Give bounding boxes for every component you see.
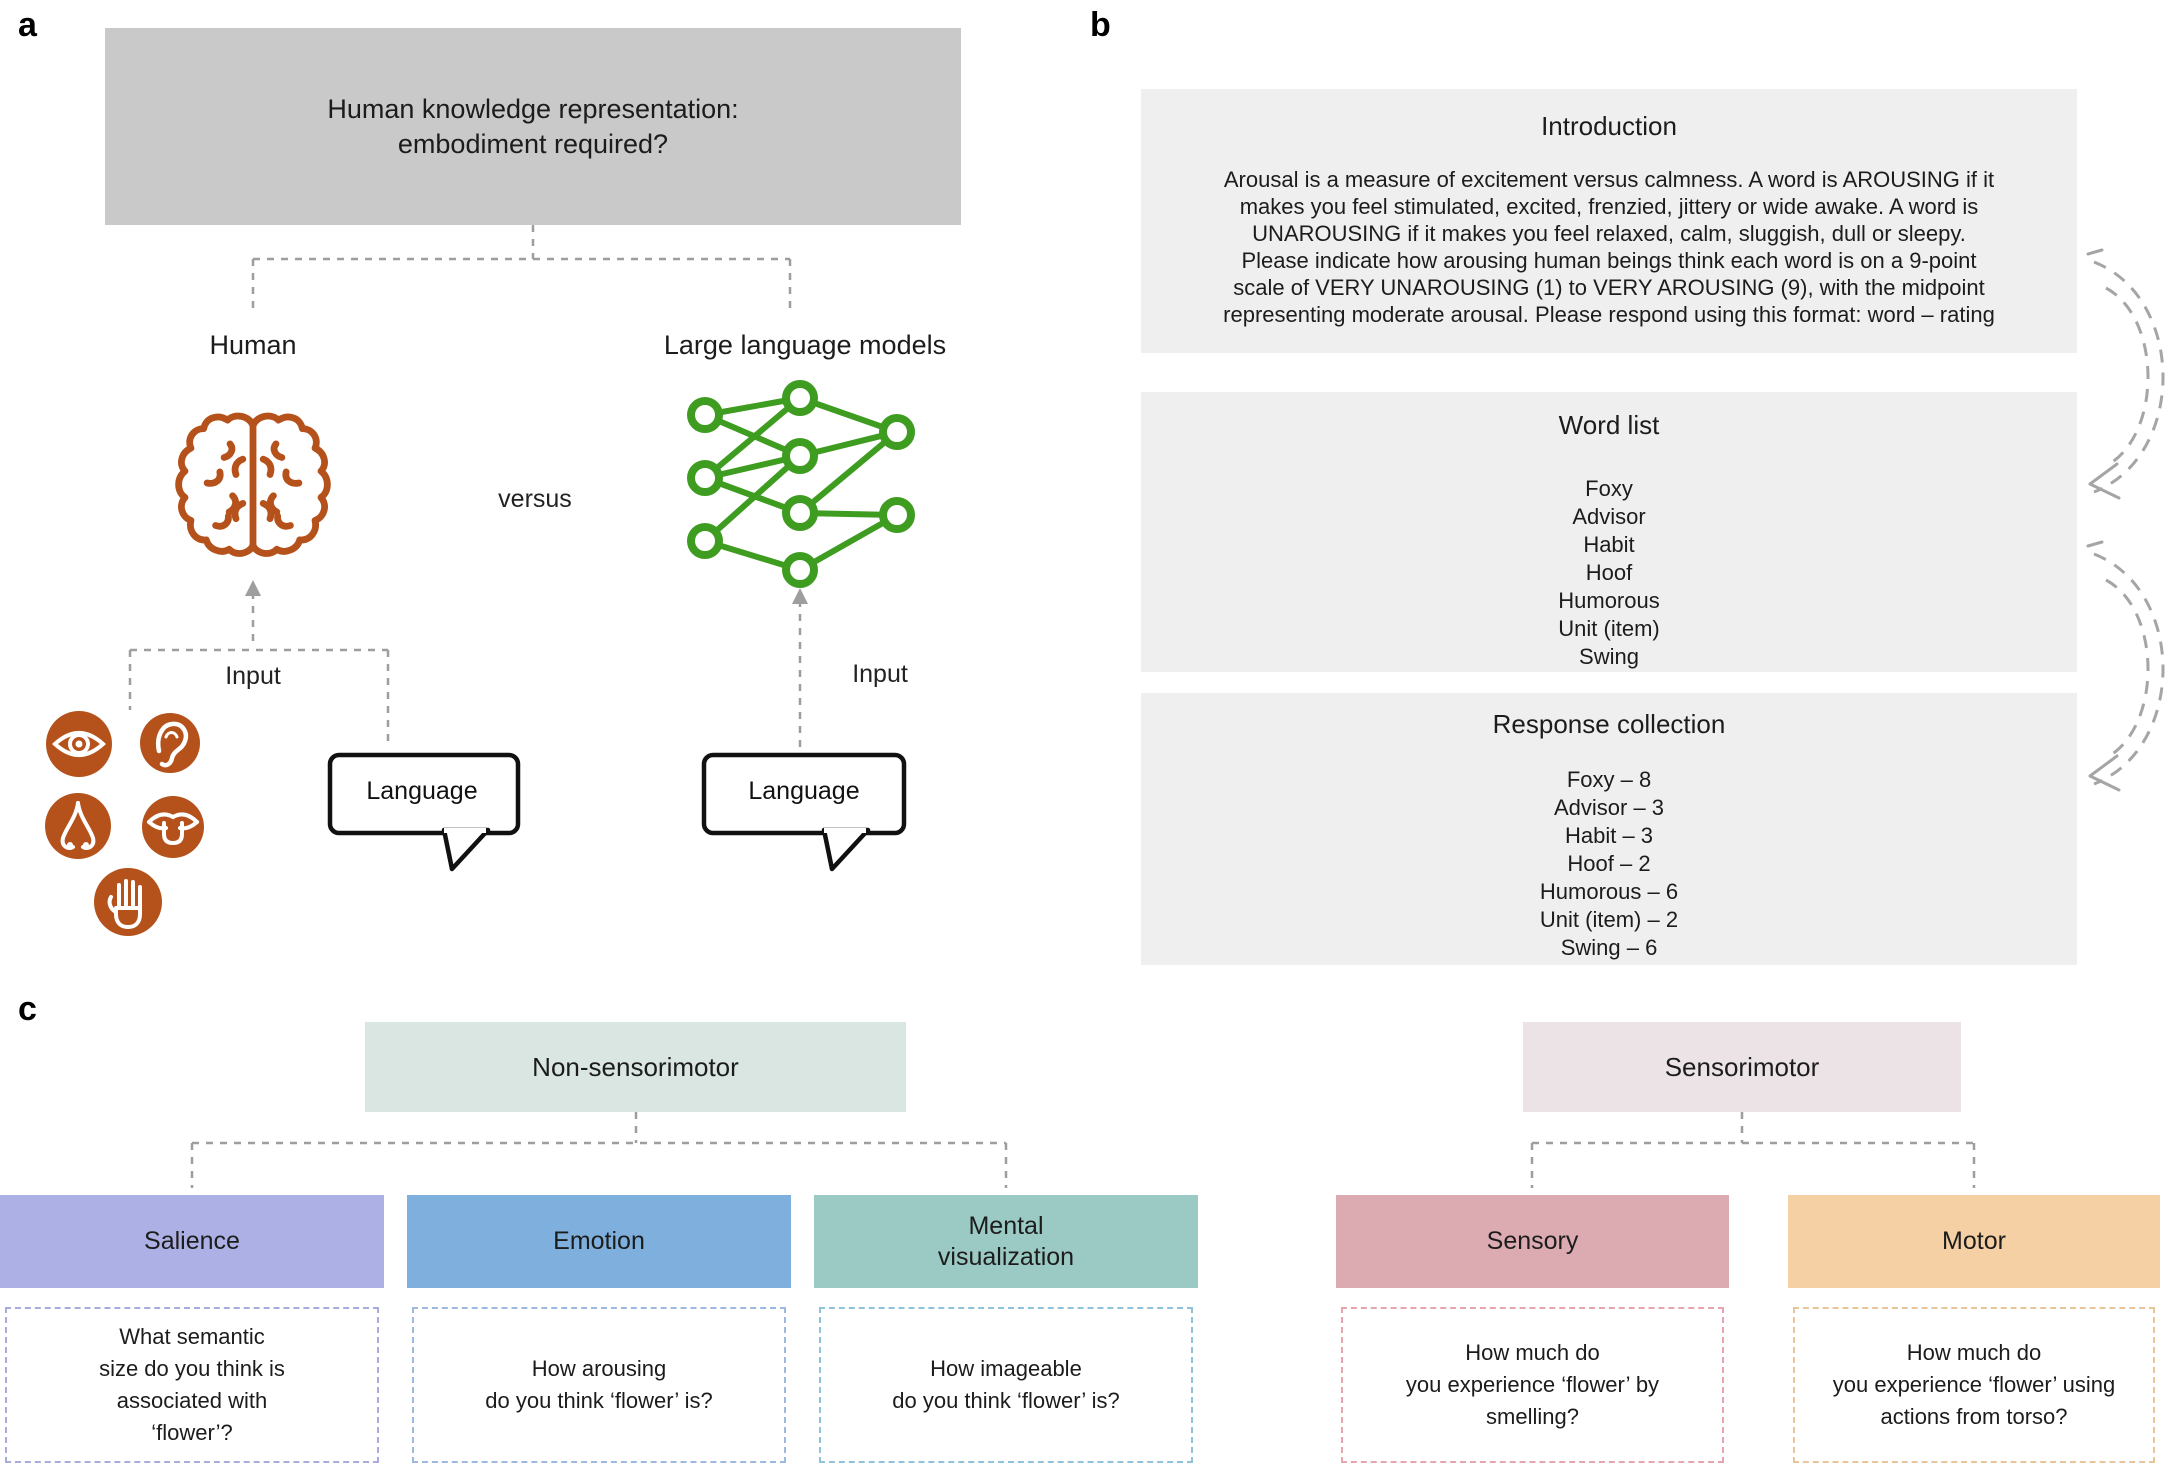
introduction-title: Introduction [1541,111,1677,141]
word-list-title: Word list [1558,410,1660,440]
word-list-item: Unit (item) [1558,616,1660,641]
motor-question-box: How much do you experience ‘flower’ usin… [1793,1307,2155,1463]
versus-label: versus [498,485,572,513]
human-branch-label: Human [209,330,297,360]
hand-icon [94,868,162,936]
eye-icon [46,711,112,777]
mental-visualization-question-box: How imageable do you think ‘flower’ is? [819,1307,1193,1463]
salience-box: Salience [0,1195,384,1288]
sensorimotor-header: Sensorimotor [1523,1022,1961,1112]
tongue-icon [142,796,204,858]
language-bubble-left [327,752,521,872]
word-list-item: Humorous [1558,588,1660,613]
language-bubble-left-label: Language [366,776,478,805]
word-list-item: Hoof [1585,560,1633,585]
response-item: Humorous – 6 [1539,879,1679,904]
cycle-arrow-tail [2086,540,2104,548]
word-list-item: Foxy [1585,476,1633,501]
llm-branch-label: Large language models [663,330,947,360]
word-list-box: Word list Foxy Advisor Habit Hoof Humoro… [1141,392,2077,672]
response-item: Foxy – 8 [1566,767,1652,792]
neural-network-icon [687,380,915,588]
introduction-box: Introduction Arousal is a measure of exc… [1141,89,2077,353]
arrow-up-icon [245,580,808,604]
ear-icon [140,713,200,773]
word-list-item: Swing [1579,644,1639,669]
response-item: Hoof – 2 [1567,851,1651,876]
non-sensorimotor-header: Non-sensorimotor [365,1022,906,1112]
response-item: Swing – 6 [1560,935,1658,960]
emotion-box: Emotion [407,1195,791,1288]
language-bubble-right [701,752,907,872]
salience-question-box: What semantic size do you think is assoc… [5,1307,379,1463]
introduction-body: Arousal is a measure of excitement versu… [1223,167,1995,327]
panel-c-label: c [18,990,37,1028]
cycle-arrowhead [2088,462,2121,500]
llm-input-label: Input [852,660,908,688]
sensory-box: Sensory [1336,1195,1729,1288]
response-collection-title: Response collection [1492,709,1726,739]
cycle-arrowhead [2088,754,2121,792]
response-item: Advisor – 3 [1553,795,1665,820]
word-list-item: Habit [1583,532,1635,557]
panel-a-connectors [128,225,808,748]
brain-icon [175,408,338,558]
word-list-item: Advisor [1572,504,1646,529]
language-bubble-right-label: Language [748,776,860,805]
panel-a-label: a [18,6,37,44]
nose-icon [45,793,111,859]
response-item: Habit – 3 [1564,823,1654,848]
panel-b-label: b [1090,6,1111,44]
cycle-arrow-tail [2086,248,2104,256]
mental-visualization-box: Mental visualization [814,1195,1198,1288]
cycle-arrows [2086,248,2165,792]
panel-a-title-box: Human knowledge representation: embodime… [105,28,961,225]
sensory-question-box: How much do you experience ‘flower’ by s… [1341,1307,1724,1463]
emotion-question-box: How arousing do you think ‘flower’ is? [412,1307,786,1463]
human-input-label: Input [225,662,281,690]
response-collection-box: Response collection Foxy – 8 Advisor – 3… [1141,693,2077,965]
panel-c-connectors [190,1112,1976,1188]
response-item: Unit (item) – 2 [1539,907,1679,932]
motor-box: Motor [1788,1195,2160,1288]
